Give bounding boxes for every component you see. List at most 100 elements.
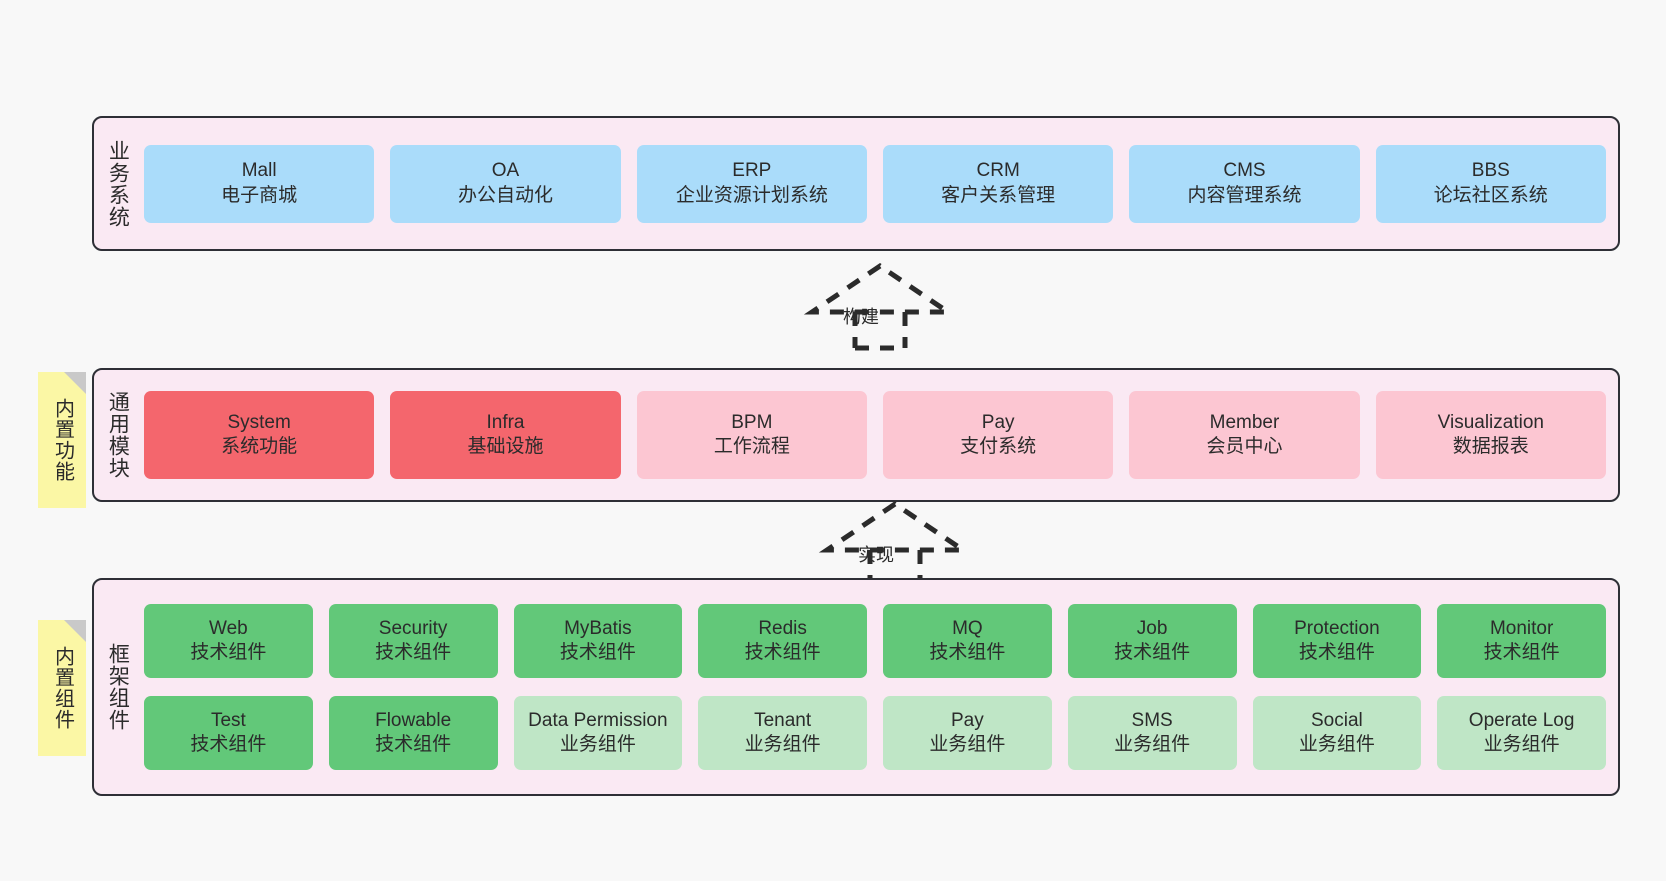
- card-flowable-title: Flowable: [375, 709, 452, 731]
- card-job-subtitle: 技术组件: [1114, 642, 1191, 663]
- card-mq-subtitle: 技术组件: [929, 642, 1006, 663]
- card-data-permission[interactable]: Data Permission 业务组件: [513, 696, 683, 770]
- card-social[interactable]: Social 业务组件: [1252, 696, 1422, 770]
- card-mall-subtitle: 电子商城: [221, 184, 298, 206]
- layer-framework-components: 框架组件 Web 技术组件 Security 技术组件 MyBatis 技术组件…: [92, 578, 1620, 796]
- card-flowable[interactable]: Flowable 技术组件: [328, 696, 498, 770]
- card-social-subtitle: 业务组件: [1298, 734, 1375, 755]
- card-web-subtitle: 技术组件: [190, 642, 267, 663]
- card-visualization-title: Visualization: [1437, 411, 1544, 433]
- card-security[interactable]: Security 技术组件: [328, 604, 498, 678]
- card-pay-module-subtitle: 支付系统: [960, 436, 1037, 457]
- card-pay-module-title: Pay: [981, 411, 1015, 433]
- card-bpm-title: BPM: [731, 411, 773, 433]
- card-bbs[interactable]: BBS 论坛社区系统: [1375, 144, 1606, 223]
- card-operate-log[interactable]: Operate Log 业务组件: [1437, 696, 1606, 770]
- card-security-title: Security: [378, 617, 448, 639]
- card-flowable-subtitle: 技术组件: [375, 734, 452, 755]
- card-job-title: Job: [1136, 617, 1168, 639]
- card-infra-subtitle: 基础设施: [467, 436, 544, 457]
- layer-framework-components-title: 框架组件: [106, 643, 130, 731]
- layer-framework-components-body: Web 技术组件 Security 技术组件 MyBatis 技术组件 Redi…: [140, 580, 1618, 794]
- card-crm-title: CRM: [976, 160, 1020, 182]
- card-protection[interactable]: Protection 技术组件: [1252, 604, 1422, 678]
- card-social-title: Social: [1311, 709, 1363, 731]
- card-oa[interactable]: OA 办公自动化: [390, 144, 621, 223]
- card-member[interactable]: Member 会员中心: [1129, 391, 1360, 479]
- layer-common-modules: 通用模块 System 系统功能 Infra 基础设施 BPM 工作流程 Pay: [92, 368, 1620, 502]
- connector-implement-label: 实现: [858, 545, 894, 565]
- card-bpm-subtitle: 工作流程: [713, 436, 790, 457]
- card-system[interactable]: System 系统功能: [144, 391, 375, 479]
- card-bpm[interactable]: BPM 工作流程: [636, 391, 867, 479]
- card-cms[interactable]: CMS 内容管理系统: [1129, 144, 1360, 223]
- note-builtin-components-label: 内置组件: [51, 646, 74, 730]
- card-test[interactable]: Test 技术组件: [144, 696, 313, 770]
- card-monitor[interactable]: Monitor 技术组件: [1437, 604, 1606, 678]
- note-builtin-features-label: 内置功能: [51, 398, 74, 482]
- card-tenant-subtitle: 业务组件: [744, 734, 821, 755]
- card-protection-subtitle: 技术组件: [1298, 642, 1375, 663]
- note-builtin-features: 内置功能: [38, 372, 86, 508]
- card-sms[interactable]: SMS 业务组件: [1067, 696, 1237, 770]
- card-monitor-title: Monitor: [1489, 617, 1554, 639]
- card-mybatis-title: MyBatis: [564, 617, 632, 639]
- card-pay-module[interactable]: Pay 支付系统: [882, 391, 1114, 479]
- card-bbs-title: BBS: [1471, 160, 1510, 182]
- card-job[interactable]: Job 技术组件: [1067, 604, 1237, 678]
- card-sms-subtitle: 业务组件: [1114, 734, 1191, 755]
- card-crm[interactable]: CRM 客户关系管理: [882, 144, 1114, 223]
- card-web[interactable]: Web 技术组件: [144, 604, 313, 678]
- connector-shaft-build: [852, 312, 908, 351]
- card-visualization-subtitle: 数据报表: [1452, 436, 1529, 457]
- framework-card-row-2: Test 技术组件 Flowable 技术组件 Data Permission …: [144, 696, 1606, 770]
- card-visualization[interactable]: Visualization 数据报表: [1375, 391, 1606, 479]
- card-mq-title: MQ: [952, 617, 983, 639]
- card-data-permission-subtitle: 业务组件: [559, 734, 636, 755]
- card-web-title: Web: [209, 617, 248, 639]
- layer-business-systems-title: 业务系统: [106, 139, 130, 228]
- layer-common-modules-body: System 系统功能 Infra 基础设施 BPM 工作流程 Pay 支付系统…: [140, 370, 1618, 500]
- layer-business-systems-body: Mall 电子商城 OA 办公自动化 ERP 企业资源计划系统 CRM 客户关系…: [140, 118, 1618, 249]
- card-protection-title: Protection: [1294, 617, 1380, 639]
- card-pay-component-title: Pay: [951, 709, 984, 731]
- card-system-title: System: [227, 411, 291, 433]
- card-crm-subtitle: 客户关系管理: [941, 184, 1056, 206]
- card-mall[interactable]: Mall 电子商城: [144, 144, 375, 223]
- card-mq[interactable]: MQ 技术组件: [883, 604, 1052, 678]
- card-member-subtitle: 会员中心: [1206, 436, 1283, 457]
- business-card-row: Mall 电子商城 OA 办公自动化 ERP 企业资源计划系统 CRM 客户关系…: [144, 144, 1606, 223]
- card-redis-title: Redis: [758, 617, 807, 639]
- card-oa-subtitle: 办公自动化: [457, 184, 553, 206]
- card-member-title: Member: [1209, 411, 1280, 433]
- card-security-subtitle: 技术组件: [375, 642, 452, 663]
- card-mybatis[interactable]: MyBatis 技术组件: [513, 604, 683, 678]
- connector-implement: 实现: [815, 500, 975, 589]
- card-redis-subtitle: 技术组件: [744, 642, 821, 663]
- card-oa-title: OA: [491, 160, 520, 182]
- card-pay-component-subtitle: 业务组件: [929, 734, 1006, 755]
- card-monitor-subtitle: 技术组件: [1483, 642, 1560, 663]
- card-redis[interactable]: Redis 技术组件: [698, 604, 867, 678]
- card-erp[interactable]: ERP 企业资源计划系统: [636, 144, 867, 223]
- card-infra[interactable]: Infra 基础设施: [390, 391, 621, 479]
- connector-build: 构建: [800, 262, 960, 351]
- card-pay-component[interactable]: Pay 业务组件: [883, 696, 1052, 770]
- framework-card-row-1: Web 技术组件 Security 技术组件 MyBatis 技术组件 Redi…: [144, 604, 1606, 678]
- card-bbs-subtitle: 论坛社区系统: [1433, 184, 1548, 206]
- module-card-row: System 系统功能 Infra 基础设施 BPM 工作流程 Pay 支付系统…: [144, 391, 1606, 479]
- connector-build-label: 构建: [843, 307, 879, 327]
- card-erp-subtitle: 企业资源计划系统: [675, 184, 828, 206]
- card-data-permission-title: Data Permission: [528, 709, 668, 731]
- card-mybatis-subtitle: 技术组件: [559, 642, 636, 663]
- card-cms-title: CMS: [1223, 160, 1266, 182]
- note-builtin-components: 内置组件: [38, 620, 86, 756]
- generalization-arrowhead-icon: [818, 500, 972, 553]
- generalization-arrowhead-icon: [803, 262, 957, 315]
- card-tenant[interactable]: Tenant 业务组件: [698, 696, 867, 770]
- card-test-subtitle: 技术组件: [190, 734, 267, 755]
- card-tenant-title: Tenant: [754, 709, 812, 731]
- card-operate-log-title: Operate Log: [1468, 709, 1575, 731]
- card-mall-title: Mall: [241, 160, 277, 182]
